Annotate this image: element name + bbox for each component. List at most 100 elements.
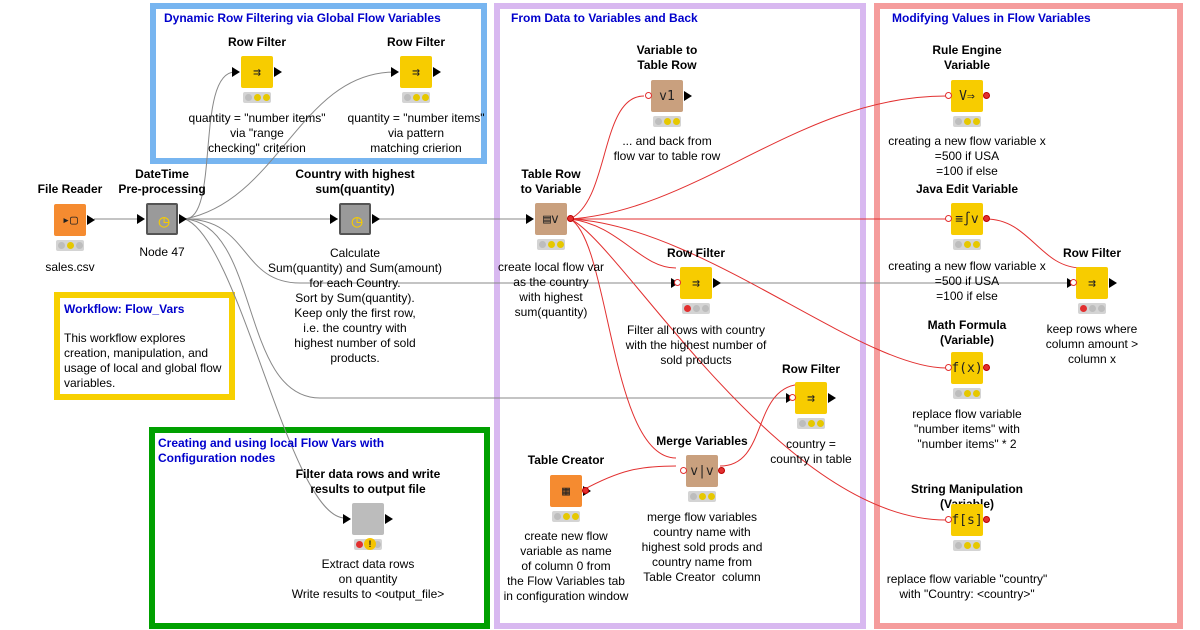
status-light-grey — [702, 305, 709, 312]
status-light-yellow — [708, 493, 715, 500]
node-desc-filter-write: Extract data rows on quantity Write resu… — [291, 557, 445, 601]
annotation-title-data-vars: From Data to Variables and Back — [511, 11, 698, 25]
output-port-rf-table[interactable] — [828, 393, 836, 403]
node-table-creator[interactable]: ▦ — [550, 475, 582, 507]
variable-output-port-table-row-var[interactable] — [567, 215, 574, 222]
node-rf-amount[interactable]: ⇉ — [1076, 267, 1108, 299]
status-light-grey — [690, 493, 697, 500]
node-status-rule-engine — [953, 116, 981, 127]
input-port-country-sum[interactable] — [330, 214, 338, 224]
node-merge-vars[interactable]: v|v — [686, 455, 718, 487]
node-rf-range[interactable]: ⇉ — [241, 56, 273, 88]
variable-input-port-java-edit[interactable] — [945, 215, 952, 222]
node-file-reader[interactable]: ▸▢ — [54, 204, 86, 236]
output-port-var-table-row[interactable] — [684, 91, 692, 101]
row-filter-icon: ⇉ — [807, 390, 815, 406]
input-port-datetime[interactable] — [137, 214, 145, 224]
node-status-rf-pattern — [402, 92, 430, 103]
output-port-file-reader[interactable] — [87, 215, 95, 225]
node-table-row-var[interactable]: ▤v — [535, 203, 567, 235]
node-desc-math-formula: replace flow variable "number items" wit… — [912, 407, 1022, 451]
input-port-filter-write[interactable] — [343, 514, 351, 524]
status-light-grey — [1098, 305, 1105, 312]
status-light-yellow — [964, 118, 971, 125]
varconn-tablecreator-merge — [582, 465, 677, 491]
node-desc-rule-engine: creating a new flow variable x =500 if U… — [888, 134, 1046, 178]
node-rule-engine[interactable]: V⇒ — [951, 80, 983, 112]
node-datetime[interactable]: ◷ — [146, 203, 178, 235]
variable-output-port-math-formula[interactable] — [983, 364, 990, 371]
variable-output-port-rule-engine[interactable] — [983, 92, 990, 99]
status-light-grey — [799, 420, 806, 427]
status-light-grey — [539, 241, 546, 248]
output-port-rf-country[interactable] — [713, 278, 721, 288]
variable-input-port-rule-engine[interactable] — [945, 92, 952, 99]
output-port-rf-amount[interactable] — [1109, 278, 1117, 288]
node-math-formula[interactable]: f(x) — [951, 352, 983, 384]
variable-output-port-table-creator[interactable] — [582, 487, 589, 494]
status-light-yellow — [964, 390, 971, 397]
node-string-manip[interactable]: f[s] — [951, 504, 983, 536]
variable-input-port-rf-country[interactable] — [674, 279, 681, 286]
node-title-merge-vars: Merge Variables — [656, 434, 748, 448]
rule-engine-icon: V⇒ — [959, 88, 975, 104]
output-port-rf-pattern[interactable] — [433, 67, 441, 77]
variable-input-port-math-formula[interactable] — [945, 364, 952, 371]
output-port-country-sum[interactable] — [372, 214, 380, 224]
input-port-rf-pattern[interactable] — [391, 67, 399, 77]
variable-input-port-var-table-row[interactable] — [645, 92, 652, 99]
varconn-tablerow-var2row — [569, 95, 645, 220]
varconn-tablerow-rule — [569, 95, 947, 220]
status-light-yellow — [699, 493, 706, 500]
metanode-clock-icon: ◷ — [158, 210, 170, 232]
status-light-yellow — [973, 390, 980, 397]
annotation-box-modify[interactable] — [874, 3, 1183, 629]
node-desc-rf-table: country = country in table — [770, 437, 852, 466]
output-port-datetime[interactable] — [179, 214, 187, 224]
node-status-table-creator — [552, 511, 580, 522]
variable-input-port-string-manip[interactable] — [945, 516, 952, 523]
node-desc-java-edit: creating a new flow variable x =500 if U… — [888, 259, 1046, 303]
status-light-grey — [655, 118, 662, 125]
status-light-grey — [955, 390, 962, 397]
node-status-java-edit — [953, 239, 981, 250]
node-status-string-manip — [953, 540, 981, 551]
output-port-filter-write[interactable] — [385, 514, 393, 524]
status-light-red — [356, 541, 363, 548]
variable-output-port-java-edit[interactable] — [983, 215, 990, 222]
input-port-table-row-var[interactable] — [526, 214, 534, 224]
status-light-yellow — [973, 118, 980, 125]
varconn-merge-rftable — [719, 383, 805, 467]
node-var-table-row[interactable]: v1 — [651, 80, 683, 112]
node-country-sum[interactable]: ◷ — [339, 203, 371, 235]
status-light-grey — [404, 94, 411, 101]
variable-input-port-rf-amount[interactable] — [1070, 279, 1077, 286]
metanode-clock-icon: ◷ — [351, 210, 363, 232]
input-port-rf-range[interactable] — [232, 67, 240, 77]
status-light-yellow — [817, 420, 824, 427]
variable-output-port-string-manip[interactable] — [983, 516, 990, 523]
status-light-grey — [76, 242, 83, 249]
node-rf-country[interactable]: ⇉ — [680, 267, 712, 299]
output-port-rf-range[interactable] — [274, 67, 282, 77]
node-java-edit[interactable]: ≡∫v — [951, 203, 983, 235]
annotation-box-config[interactable] — [149, 427, 490, 629]
annotation-box-workflow[interactable] — [54, 292, 235, 400]
node-rf-table[interactable]: ⇉ — [795, 382, 827, 414]
status-light-yellow — [973, 542, 980, 549]
status-light-yellow — [563, 513, 570, 520]
node-title-rf-table: Row Filter — [781, 362, 841, 376]
status-light-yellow — [973, 241, 980, 248]
status-light-grey — [554, 513, 561, 520]
workflow-note-text: This workflow explores creation, manipul… — [64, 331, 222, 390]
varconn-tablerow-merge — [569, 218, 677, 459]
variable-output-port-merge-vars[interactable] — [718, 467, 725, 474]
status-light-yellow — [263, 94, 270, 101]
variable-input-port-rf-table[interactable] — [789, 394, 796, 401]
status-light-yellow — [67, 242, 74, 249]
variable-input-port-merge-vars[interactable] — [680, 467, 687, 474]
table-creator-icon: ▦ — [562, 483, 570, 499]
node-rf-pattern[interactable]: ⇉ — [400, 56, 432, 88]
varconn-tablerow-math — [569, 218, 947, 369]
node-filter-write[interactable] — [352, 503, 384, 535]
